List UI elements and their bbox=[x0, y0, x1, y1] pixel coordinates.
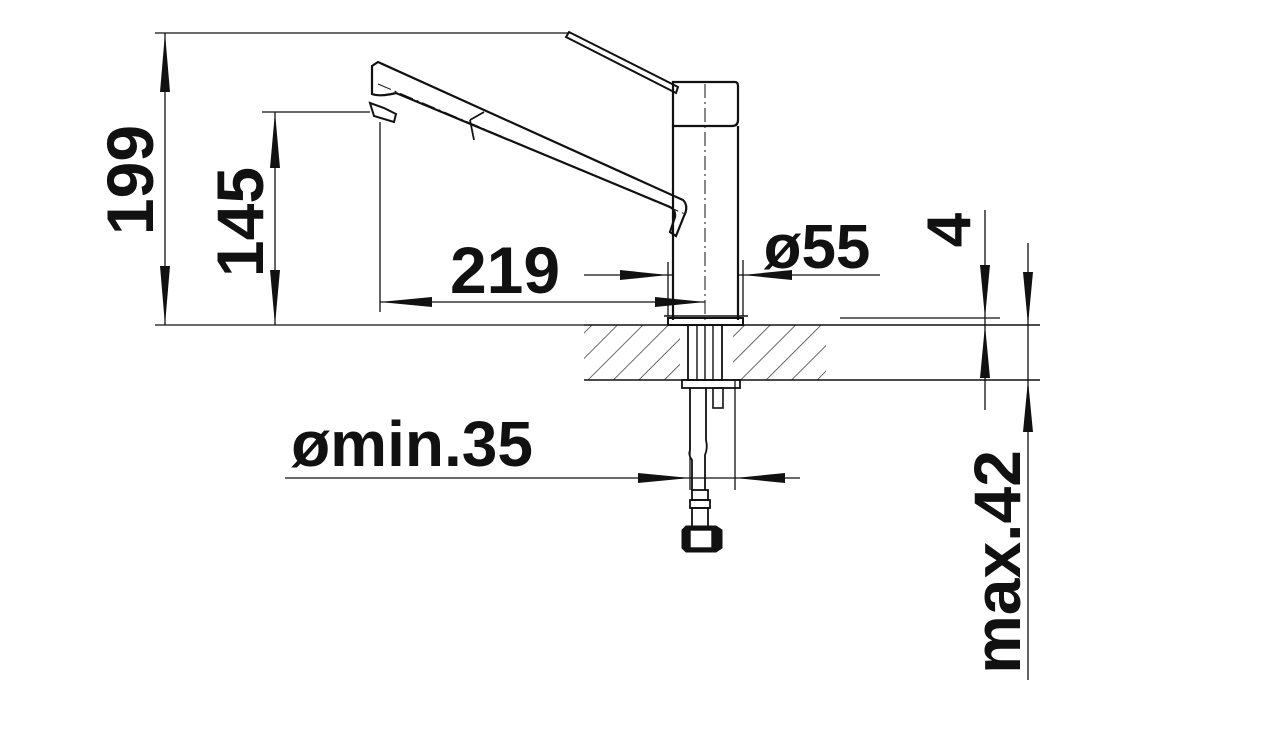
overall-height-label: 199 bbox=[93, 125, 167, 235]
min-hole-diameter-label: ømin.35 bbox=[291, 408, 533, 480]
dimension-lines bbox=[155, 32, 1029, 680]
deck-offset-label: 4 bbox=[915, 212, 984, 247]
spout-reach-label: 219 bbox=[450, 233, 560, 307]
base-diameter-label: ø55 bbox=[764, 213, 871, 282]
max-deck-thickness-label: max.42 bbox=[960, 450, 1034, 674]
countertop-section bbox=[584, 324, 1040, 381]
faucet-body bbox=[368, 30, 748, 553]
spout-height-label: 145 bbox=[203, 167, 277, 277]
arrowheads bbox=[160, 33, 1033, 483]
